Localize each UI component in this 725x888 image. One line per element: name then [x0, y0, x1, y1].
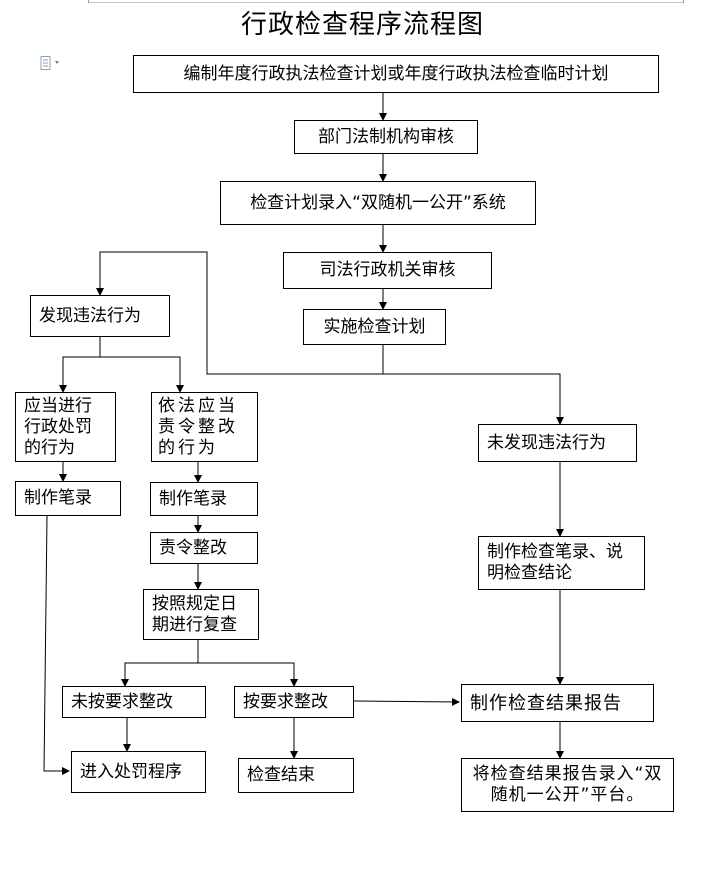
- node-enter-system: 检查计划录入“双随机一公开”系统: [220, 181, 536, 225]
- arrow-to-found: [96, 251, 384, 375]
- node-plan: 编制年度行政执法检查计划或年度行政执法检查临时计划: [133, 55, 659, 93]
- page-top-border: [88, 0, 684, 3]
- node-rectified: 按要求整改: [234, 686, 354, 718]
- node-record-left: 制作笔录: [15, 481, 121, 516]
- arrow-to-rectified: [198, 662, 298, 687]
- node-make-conclusion: 制作检查笔录、说明检查结论: [478, 536, 645, 590]
- node-recheck: 按照规定日期进行复查: [143, 589, 259, 640]
- node-judicial-review: 司法行政机关审核: [283, 252, 492, 289]
- page-title: 行政检查程序流程图: [240, 10, 484, 40]
- node-record-mid: 制作笔录: [150, 482, 258, 516]
- document-icon[interactable]: [40, 56, 62, 70]
- arrow-to-should-penalize: [59, 337, 101, 393]
- node-penalty-proc: 进入处罚程序: [71, 751, 206, 793]
- node-enter-report: 将检查结果报告录入“双随机一公开”平台。: [461, 758, 674, 812]
- node-rectify-order: 责令整改: [150, 532, 258, 564]
- node-implement: 实施检查计划: [303, 309, 446, 345]
- arrow-to-not-found: [383, 373, 564, 425]
- node-found: 发现违法行为: [30, 295, 170, 337]
- arrow-rectified-to-report: [353, 697, 460, 706]
- arrow-to-order-rectify: [100, 356, 184, 393]
- node-not-found: 未发现违法行为: [478, 424, 637, 462]
- arrow-to-not-rectified: [121, 640, 199, 687]
- node-not-rectified: 未按要求整改: [62, 686, 206, 718]
- node-make-report: 制作检查结果报告: [461, 684, 654, 722]
- arrow-record-to-penalty: [43, 515, 70, 775]
- node-order-rectify: 依法应当责令整改的行为: [151, 392, 258, 462]
- node-legal-review: 部门法制机构审核: [294, 120, 478, 154]
- node-check-end: 检查结束: [238, 758, 354, 793]
- node-should-penalize: 应当进行行政处罚的行为: [15, 392, 116, 462]
